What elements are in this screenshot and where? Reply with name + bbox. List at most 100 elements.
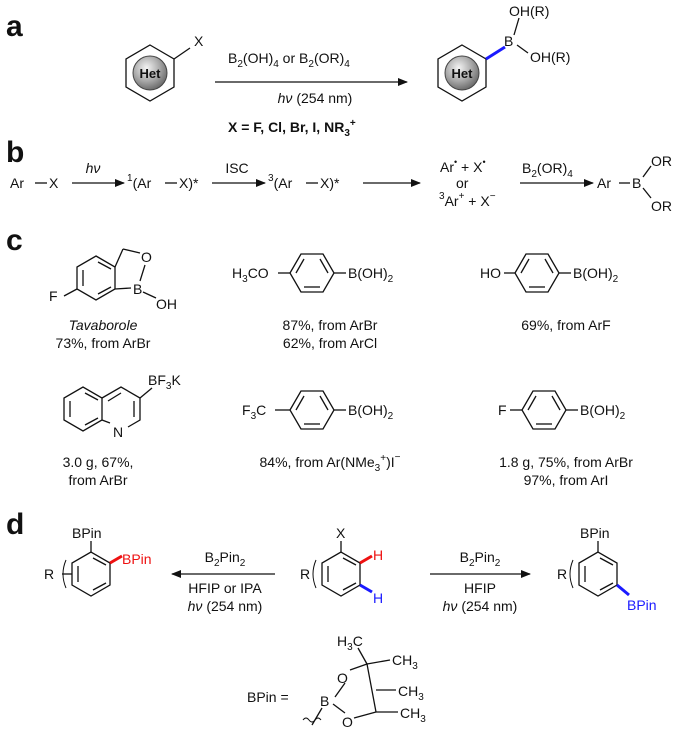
panel-label-d: d	[6, 508, 24, 541]
tavaborole-name: Tavaborole	[69, 317, 138, 333]
left-bpin-red: BPin	[122, 551, 152, 567]
b-or: or	[456, 175, 469, 191]
hydroxy-group: HO	[480, 265, 501, 281]
tav-hydroxyl: OH	[156, 296, 177, 312]
tav-oxygen: O	[141, 249, 152, 265]
cf3-yield: 84%, from Ar(NMe3+)I−	[260, 452, 401, 474]
panel-d: d BPin BPin R B2Pin2 HFIP or IPA hν (254…	[6, 508, 657, 730]
bpin-oxygen-1: O	[337, 670, 348, 686]
center-substrate: X H H R	[300, 525, 383, 606]
x-definition: X = F, Cl, Br, I, NR3+	[228, 118, 356, 139]
b-product-or1: OR	[651, 153, 672, 169]
panel-label-a: a	[6, 10, 23, 43]
b-product-ar: Ar	[597, 175, 611, 191]
reagent-diboron: B2(OH)4 or B2(OR)4	[228, 50, 350, 70]
b-triplet-state: 3(Ar	[268, 173, 293, 191]
right-blue-bond	[616, 583, 630, 597]
boronic-acid-3: B(OH)2	[573, 265, 619, 285]
bpin-definition: BPin = B O O H3C CH3 CH3 CH3	[247, 633, 426, 730]
trifluoromethyl-group: F3C	[242, 402, 266, 422]
tavaborole-structure: F O B OH	[49, 248, 177, 312]
hydroxy-yield: 69%, from ArF	[521, 317, 610, 333]
tavaborole-yield: 73%, from ArBr	[56, 335, 151, 351]
right-bpin-blue: BPin	[627, 597, 657, 613]
quinoline-nitrogen: N	[113, 424, 123, 440]
bpin-h3c: H3C	[337, 633, 363, 653]
center-blue-bond	[359, 583, 373, 594]
right-r-group: R	[557, 566, 567, 582]
panel-label-b: b	[6, 136, 24, 169]
right-bpin-top: BPin	[580, 525, 610, 541]
methoxy-yield-2: 62%, from ArCl	[283, 335, 377, 351]
hydroxyl-top: OH(R)	[509, 3, 549, 19]
bpin-attachment-wavy	[302, 717, 322, 723]
tav-fluorine: F	[49, 288, 58, 304]
b-ion-pair: 3Ar+ + X−	[439, 191, 496, 209]
product-boronic-acid: Het B OH(R) OH(R)	[437, 3, 570, 102]
d-left-light: hν (254 nm)	[188, 598, 263, 614]
meta-diboronate-product: BPin BPin R	[557, 525, 657, 613]
methoxy-group: H3CO	[232, 265, 269, 285]
het-label-product: Het	[452, 66, 474, 81]
methoxyphenyl-boronic-acid: H3CO B(OH)2	[232, 253, 394, 293]
trifluoromethylphenyl-boronic-acid: F3C B(OH)2	[242, 390, 394, 430]
b-halide-x: X	[49, 175, 59, 191]
b-triplet-x: X)*	[320, 175, 340, 191]
boron-atom: B	[504, 33, 513, 49]
bpin-equals-label: BPin =	[247, 689, 289, 705]
b-isc: ISC	[225, 160, 248, 176]
panel-a: a Het X B2(OH)4 or B2(OR)4 hν (254 nm) X…	[6, 3, 570, 139]
left-red-bond	[109, 554, 123, 565]
bpin-boron: B	[320, 693, 329, 709]
center-h-red: H	[373, 547, 383, 563]
quinoline-yield-2: from ArBr	[68, 472, 127, 488]
d-left-solvent: HFIP or IPA	[188, 580, 262, 596]
b-hv: hν	[86, 160, 101, 176]
tav-boron: B	[133, 281, 142, 297]
reactant-het-ring: Het X	[125, 33, 204, 102]
left-r-group: R	[44, 566, 54, 582]
center-x: X	[336, 525, 346, 541]
trifluoroborate-group: BF3K	[148, 372, 181, 392]
boronic-acid-5: B(OH)2	[348, 402, 394, 422]
center-r-group: R	[300, 566, 310, 582]
methoxy-yield-1: 87%, from ArBr	[283, 317, 378, 333]
boronic-acid-6: B(OH)2	[580, 402, 626, 422]
d-left-reagent: B2Pin2	[205, 549, 246, 569]
fluoro-yield-1: 1.8 g, 75%, from ArBr	[499, 454, 633, 470]
c-b-bond-blue	[485, 45, 506, 61]
d-right-solvent: HFIP	[464, 580, 496, 596]
center-red-bond	[359, 554, 373, 565]
b-reagent: B2(OR)4	[522, 160, 573, 180]
b-aryl-halide: Ar	[10, 175, 24, 191]
quinoline-trifluoroborate: N BF3K	[63, 372, 181, 440]
leaving-group-x: X	[194, 33, 204, 49]
fluoro-group: F	[498, 402, 507, 418]
fluorophenyl-boronic-acid: F B(OH)2	[498, 390, 626, 430]
hydroxyl-right: OH(R)	[530, 49, 570, 65]
bpin-ch3-1: CH3	[392, 652, 418, 672]
b-radical-pair: Ar• + X•	[440, 157, 486, 175]
hydroxyphenyl-boronic-acid: HO B(OH)2	[480, 253, 619, 293]
center-h-blue: H	[373, 590, 383, 606]
fluoro-yield-2: 97%, from ArI	[524, 472, 609, 488]
boronic-acid-2: B(OH)2	[348, 265, 394, 285]
panel-c: c F O B OH Tavaborole 73%, from ArBr H3C…	[6, 224, 633, 488]
d-right-light: hν (254 nm)	[443, 598, 518, 614]
left-bpin-top: BPin	[72, 525, 102, 541]
d-right-reagent: B2Pin2	[460, 549, 501, 569]
bpin-ch3-3: CH3	[400, 705, 426, 725]
b-singlet-state: 1(Ar	[127, 173, 152, 191]
bpin-ch3-2: CH3	[398, 683, 424, 703]
b-product-b: B	[632, 175, 641, 191]
light-condition: hν (254 nm)	[278, 90, 353, 106]
b-singlet-x: X)*	[179, 175, 199, 191]
panel-label-c: c	[6, 224, 23, 257]
het-label: Het	[140, 66, 162, 81]
b-product-or2: OR	[651, 198, 672, 214]
bpin-oxygen-2: O	[342, 714, 353, 730]
quinoline-yield-1: 3.0 g, 67%,	[63, 454, 134, 470]
panel-b: b Ar X hν 1(Ar X)* ISC 3(Ar X)* Ar• + X•…	[6, 136, 672, 214]
ortho-diboronate-product: BPin BPin R	[44, 525, 152, 597]
